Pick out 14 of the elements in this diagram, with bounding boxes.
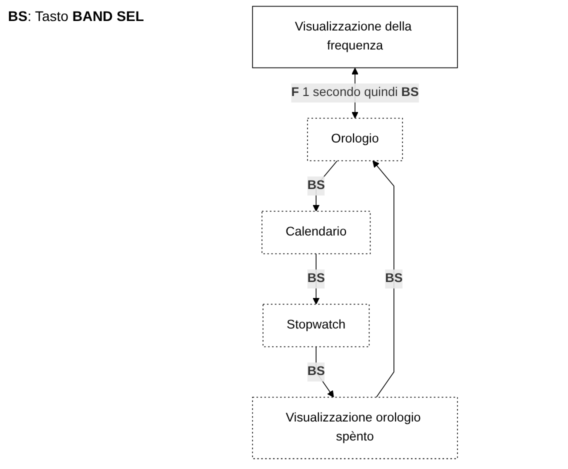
arrow (312, 253, 320, 305)
edge-label: BS (307, 364, 325, 378)
node-box: Visualizzazione orologio spènto (252, 396, 458, 460)
edge-label: BS (307, 272, 325, 286)
edge-label: F 1 secondo quindi BS (291, 86, 419, 100)
node-box: Calendario (262, 210, 371, 254)
node-box: Visualizzazione della frequenza (252, 6, 458, 68)
node-box: Orologio (307, 118, 403, 162)
note-text: BS: Tasto BAND SEL (8, 8, 144, 24)
arrow (316, 346, 334, 398)
arrow (372, 160, 394, 398)
edge-label: BS (307, 178, 325, 192)
edge-label: BS (385, 272, 403, 286)
node-box: Stopwatch (262, 304, 370, 348)
